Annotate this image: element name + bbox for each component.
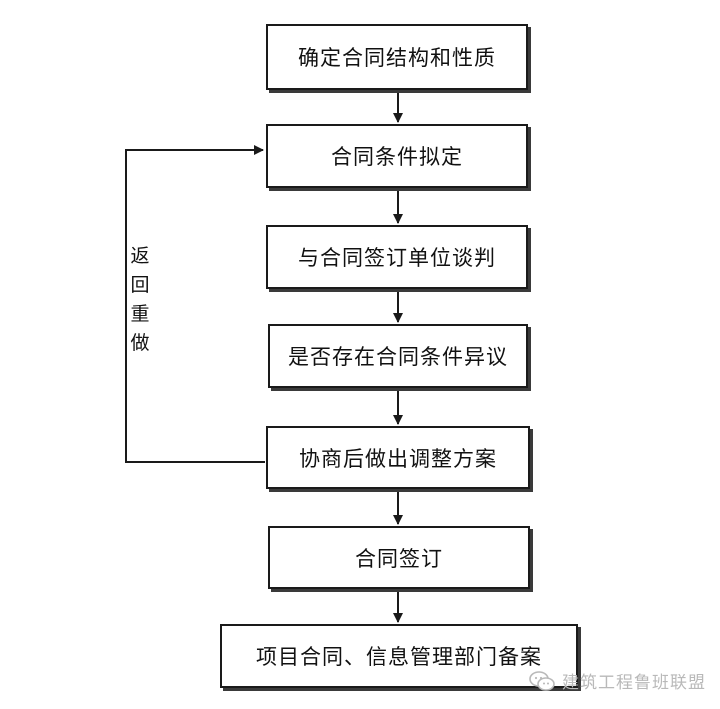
step-negotiate-with-signing-party: 与合同签订单位谈判 — [266, 225, 528, 289]
loop-back-char: 重 — [130, 303, 150, 325]
watermark: 建筑工程鲁班联盟 — [528, 668, 706, 693]
step-adjustment-plan: 协商后做出调整方案 — [266, 426, 530, 489]
loop-back-char: 做 — [130, 332, 150, 354]
loop-back-char: 返 — [130, 245, 150, 267]
step-sign-contract: 合同签订 — [268, 526, 530, 589]
loop-back-label: 返 回 重 做 — [128, 242, 152, 358]
loop-back-arrow — [125, 145, 265, 463]
wechat-icon — [529, 670, 555, 691]
step-check-condition-objection: 是否存在合同条件异议 — [268, 324, 528, 388]
loop-back-char: 回 — [130, 274, 150, 296]
step-define-contract-structure: 确定合同结构和性质 — [266, 24, 528, 90]
watermark-text: 建筑工程鲁班联盟 — [562, 673, 706, 693]
step-file-with-departments: 项目合同、信息管理部门备案 — [220, 624, 578, 688]
step-draft-contract-conditions: 合同条件拟定 — [266, 124, 528, 188]
